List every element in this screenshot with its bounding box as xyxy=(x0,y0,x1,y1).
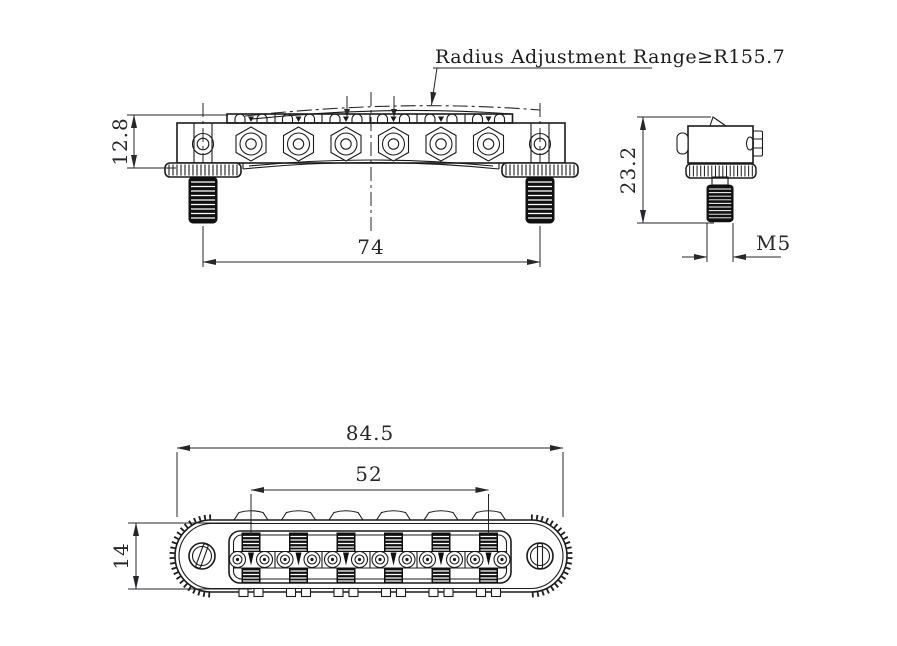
top-body-outer xyxy=(174,519,568,593)
body-depth-value: 14 xyxy=(109,542,133,569)
saddle-frame-outer xyxy=(228,530,512,584)
side-intonation-screw xyxy=(745,130,764,157)
thread-size-value: M5 xyxy=(756,231,791,255)
radius-annotation-text: Radius Adjustment Range≥R155.7 xyxy=(435,46,785,68)
top-body-inner xyxy=(178,522,564,590)
left-end-screw xyxy=(188,542,216,570)
left-post-hole xyxy=(191,132,215,156)
roller-cell xyxy=(471,113,506,124)
saddle-envelope-arc xyxy=(251,109,513,120)
hex-nut xyxy=(282,126,315,162)
side-body xyxy=(687,125,754,164)
dimension-saddle-span: 52 xyxy=(250,462,489,536)
dimension-body-depth: 14 xyxy=(109,522,252,590)
hex-nut xyxy=(377,126,410,162)
hex-nut xyxy=(330,126,362,162)
right-knurl-teeth xyxy=(530,514,573,598)
right-post-hole xyxy=(528,132,552,156)
annotation-leader-arrow xyxy=(430,67,438,106)
saddle-dividers xyxy=(274,551,466,568)
left-thumbwheel xyxy=(164,162,242,178)
front-height-value: 12.8 xyxy=(108,117,132,166)
top-view: 84.5 52 14 xyxy=(109,421,573,598)
roller-cell xyxy=(329,113,363,124)
dimension-overall-width: 84.5 xyxy=(176,421,564,517)
saddle-tip xyxy=(709,116,727,127)
side-mounting-stud xyxy=(706,184,734,223)
left-knurl-teeth xyxy=(169,514,212,598)
underside-arch-inner xyxy=(248,159,494,167)
radius-arc xyxy=(244,105,541,117)
side-view: 23.2 M5 xyxy=(616,116,791,262)
side-left-boss xyxy=(676,132,689,155)
dimension-side-height: 23.2 xyxy=(616,116,714,224)
side-height-value: 23.2 xyxy=(616,146,640,195)
right-mounting-stud xyxy=(525,176,555,224)
arch-steps xyxy=(242,163,500,169)
strip-dividers xyxy=(274,114,466,123)
side-thumbwheel xyxy=(685,163,757,179)
string-tick-arrows xyxy=(344,96,397,117)
underside-arch-outer xyxy=(242,161,500,170)
dimension-front-height: 12.8 xyxy=(108,114,228,169)
right-end-screw xyxy=(526,542,554,570)
roller-cell xyxy=(424,113,458,124)
hex-nut xyxy=(235,126,267,162)
post-spacing-value: 74 xyxy=(357,235,384,259)
left-mounting-stud xyxy=(188,176,218,224)
hex-nut xyxy=(425,126,457,162)
right-thumbwheel xyxy=(501,162,579,178)
hex-nut xyxy=(472,126,505,162)
saddle-span-value: 52 xyxy=(355,462,382,486)
radius-annotation-callout: Radius Adjustment Range≥R155.7 xyxy=(430,46,785,106)
dimension-thread-size: M5 xyxy=(682,223,791,262)
front-view: 12.8 74 xyxy=(108,92,579,267)
dimension-post-spacing: 74 xyxy=(202,226,541,267)
overall-width-value: 84.5 xyxy=(346,421,395,445)
post-boss-lines xyxy=(193,123,550,163)
